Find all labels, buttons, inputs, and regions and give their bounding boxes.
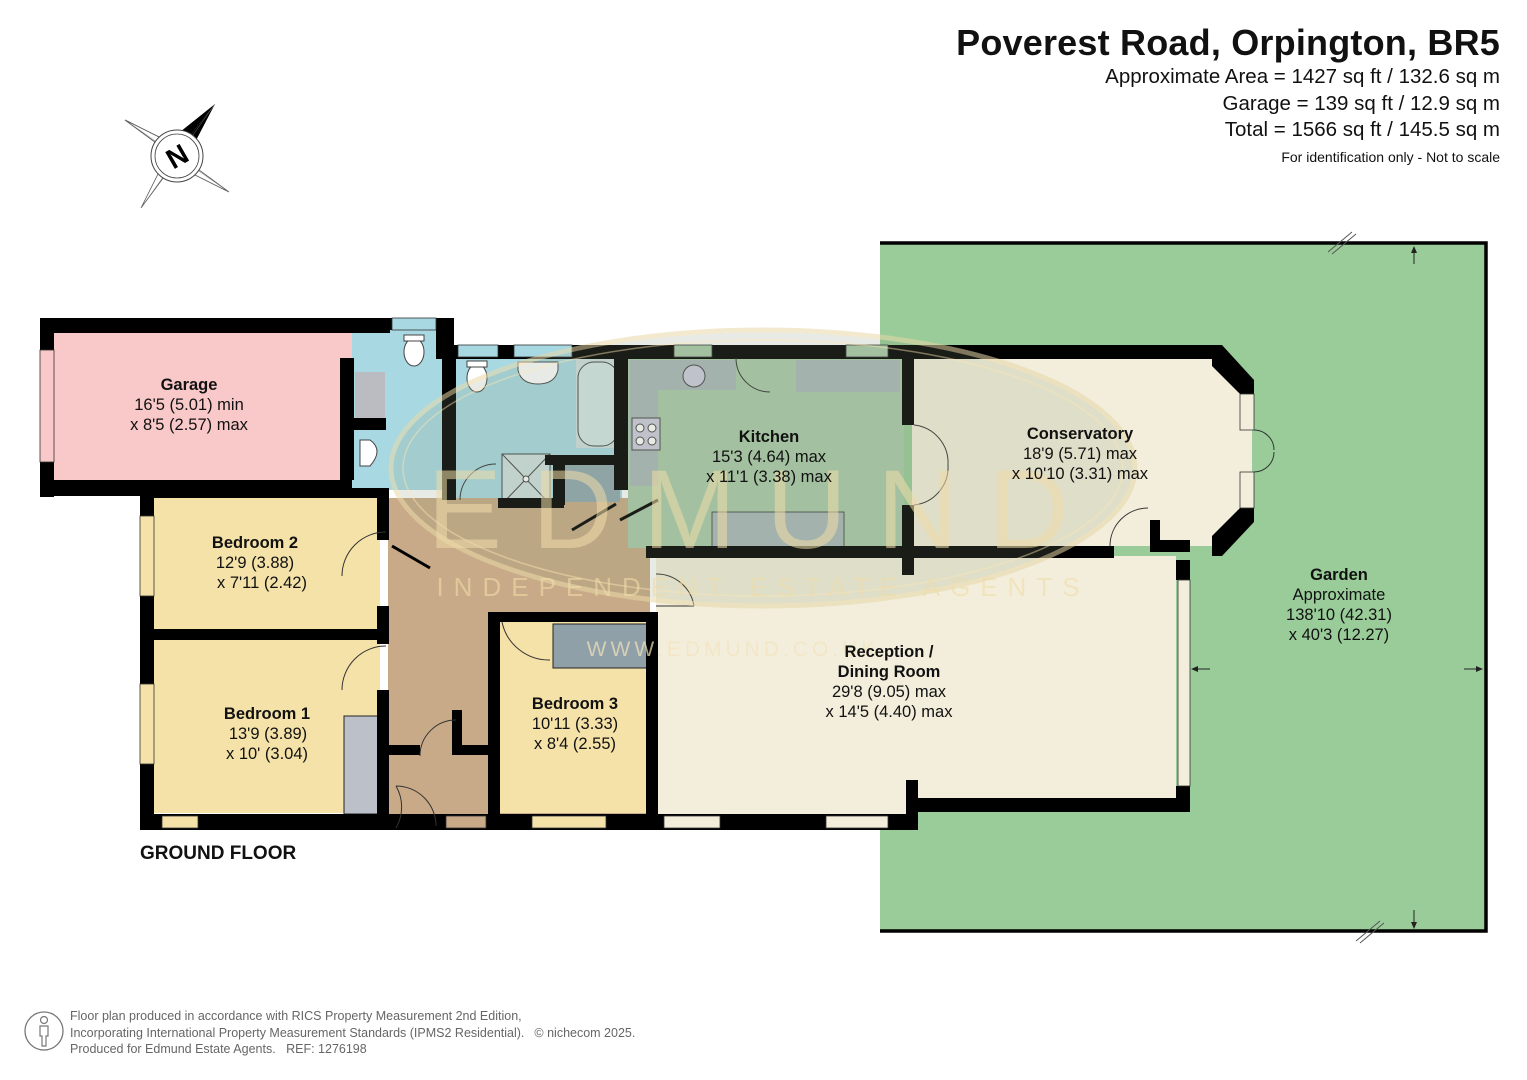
total-area: Total = 1566 sq ft / 145.5 sq m [1224, 118, 1500, 141]
bedroom1-wardrobe [343, 715, 381, 815]
garage-cupboard [355, 372, 385, 418]
footer-text: Floor plan produced in accordance with R… [70, 1008, 635, 1058]
scale-disclaimer: For identification only - Not to scale [1281, 148, 1500, 165]
bedroom1-label: Bedroom 1 [224, 705, 310, 723]
garden-note: Approximate [1293, 586, 1386, 604]
kitchen-dim2: x 11'1 (3.38) max [706, 468, 832, 486]
bedroom2-dim2: x 7'11 (2.42) [217, 574, 307, 592]
kitchen-dim1: 15'3 (4.64) max [712, 448, 827, 466]
airing-cupboard [562, 462, 620, 502]
bedroom2-label: Bedroom 2 [212, 534, 298, 552]
kitchen-label: Kitchen [739, 428, 800, 446]
person-scale-icon [24, 1011, 64, 1051]
footer-line-1: Floor plan produced in accordance with R… [70, 1009, 522, 1023]
reception-label-line2: Dining Room [838, 663, 941, 681]
approx-area: Approximate Area = 1427 sq ft / 132.6 sq… [1105, 65, 1500, 88]
conservatory-dim1: 18'9 (5.71) max [1023, 445, 1138, 463]
north-compass-icon: N [124, 103, 230, 209]
property-header: Poverest Road, Orpington, BR5 Approximat… [956, 22, 1500, 167]
windows [39, 317, 1255, 829]
bedroom3-label: Bedroom 3 [532, 695, 618, 713]
bedroom3-dim2: x 8'4 (2.55) [534, 735, 616, 753]
bedroom2-floor [154, 496, 380, 629]
floor-label: GROUND FLOOR [140, 843, 297, 864]
garden-dim2: x 40'3 (12.27) [1289, 626, 1389, 644]
property-title: Poverest Road, Orpington, BR5 [956, 22, 1500, 63]
watermark-tagline: INDEPENDENT ESTATE AGENTS [436, 572, 1089, 602]
door-swings [341, 357, 1275, 829]
watermark-brand: EDMUND [427, 447, 1099, 572]
garden-dim1: 138'10 (42.31) [1286, 606, 1392, 624]
bedroom3-wardrobe [552, 623, 648, 669]
conservatory-label: Conservatory [1027, 425, 1134, 443]
bedroom2-dim1: 12'9 (3.88) [216, 554, 294, 572]
footer-line-2: Incorporating International Property Mea… [70, 1025, 525, 1040]
garage-dim1: 16'5 (5.01) min [134, 396, 244, 414]
garage-dim2: x 8'5 (2.57) max [130, 416, 249, 434]
bedroom1-floor [154, 640, 380, 813]
footer: Floor plan produced in accordance with R… [24, 1008, 635, 1058]
conservatory-dim2: x 10'10 (3.31) max [1012, 465, 1149, 483]
reception-dim1: 29'8 (9.05) max [832, 683, 947, 701]
bedroom3-dim1: 10'11 (3.33) [532, 715, 618, 733]
garage-label: Garage [161, 376, 218, 394]
garage-area: Garage = 139 sq ft / 12.9 sq m [1222, 91, 1500, 115]
garden-label: Garden [1310, 566, 1368, 584]
bedroom1-dim2: x 10' (3.04) [226, 745, 308, 763]
bedroom1-dim1: 13'9 (3.89) [229, 725, 307, 743]
reception-dim2: x 14'5 (4.40) max [826, 703, 954, 721]
watermark-url: WWW.EDMUND.CO.UK [587, 638, 880, 661]
footer-line-3: Produced for Edmund Estate Agents. REF: … [70, 1042, 367, 1056]
reception-label-line1: Reception / [845, 643, 934, 661]
garage-floor [54, 333, 344, 480]
edmund-watermark [388, 327, 1138, 609]
copyright: © nichecom 2025. [534, 1025, 636, 1040]
